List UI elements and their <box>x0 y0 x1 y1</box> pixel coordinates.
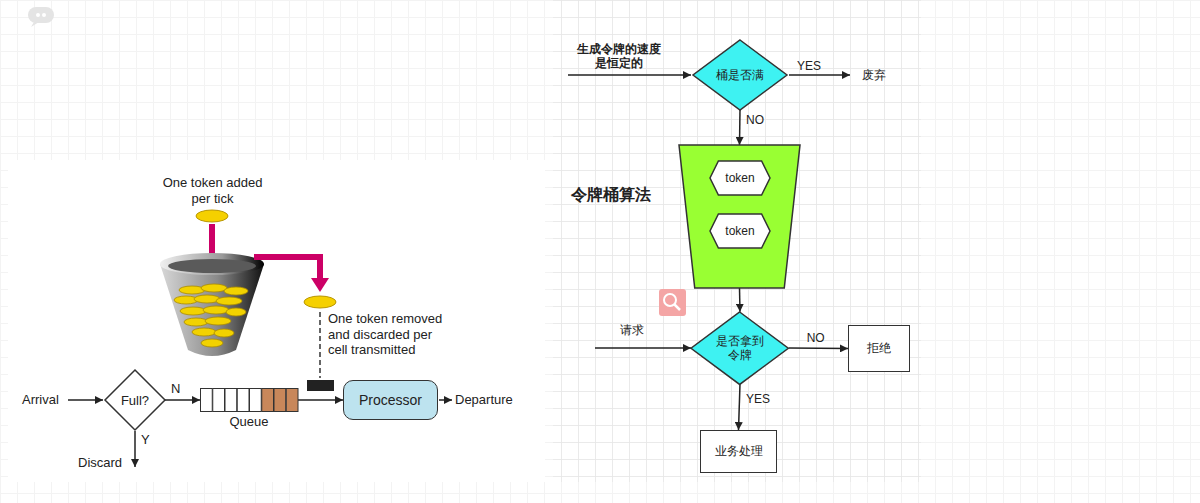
queue-cell <box>225 389 237 412</box>
token-bucket: 令牌桶算法tokentoken <box>679 145 800 288</box>
node-text: Queue <box>200 414 298 430</box>
input-note: 生成令牌的速度 是恒定的 <box>573 42 665 71</box>
node-text: 是否拿到令牌 <box>715 334 765 362</box>
quote-icon <box>28 7 54 27</box>
node-text: Processor <box>359 392 422 409</box>
outline <box>105 370 165 430</box>
endpoint-label: Departure <box>455 392 513 408</box>
processor-box: Processor <box>343 380 438 420</box>
edge-label: NO <box>746 113 764 127</box>
node-text: token <box>725 171 754 185</box>
node-text: 业务处理 <box>715 444 763 458</box>
queue-cell <box>201 389 213 412</box>
decision-diamond: Full? <box>105 370 165 430</box>
grid-panel <box>553 0 921 482</box>
node-text: 拒绝 <box>867 341 891 355</box>
edge-label: NO <box>807 331 825 345</box>
queue-cell <box>213 389 225 412</box>
token-hexagon: token <box>710 161 770 195</box>
queue-buffer: Queue <box>200 388 298 430</box>
edge-label: N <box>171 381 180 397</box>
queue-cell <box>237 389 249 412</box>
branch-label: Y <box>141 432 150 448</box>
connector-arrow <box>739 288 741 312</box>
outline <box>693 40 787 110</box>
outline <box>679 145 800 288</box>
branch-label: YES <box>797 59 821 73</box>
queue-cell <box>250 389 262 412</box>
connector-arrow <box>739 384 740 430</box>
bucket-heading: 令牌桶算法 <box>571 185 651 204</box>
queue-cell <box>274 389 286 412</box>
search-icon <box>659 289 686 316</box>
node-text: 桶是否满 <box>716 68 764 82</box>
endpoint-label: Arrival <box>22 392 59 408</box>
connector-arrow <box>298 399 343 401</box>
node-text: Full? <box>121 393 149 408</box>
endpoint-label: Discard <box>78 455 122 471</box>
white-panel <box>8 160 545 482</box>
connector-arrow <box>789 347 848 349</box>
token-bucket-illustration <box>160 210 336 391</box>
connector-arrow <box>165 399 200 401</box>
leader-arrows <box>68 75 850 467</box>
input-label: 请求 <box>620 323 644 337</box>
endpoint-label: 废弃 <box>862 68 886 82</box>
queue-cell <box>286 389 298 412</box>
decision-diamond: 是否拿到令牌 <box>691 312 788 384</box>
outline <box>710 214 770 248</box>
decision-diamond: 桶是否满 <box>693 40 787 110</box>
outline <box>710 161 770 195</box>
node-text: token <box>725 224 754 238</box>
edge-label: YES <box>746 392 770 406</box>
token-hexagon: token <box>710 214 770 248</box>
queue-cell <box>262 389 274 412</box>
process-box: 拒绝 <box>848 325 910 372</box>
queue-cells <box>200 388 298 412</box>
connector-arrow <box>739 110 741 145</box>
annotation: One token removed and discarded per cell… <box>328 311 448 358</box>
annotation: One token added per tick <box>160 175 265 206</box>
process-box: 业务处理 <box>700 430 777 473</box>
outline <box>691 312 788 384</box>
